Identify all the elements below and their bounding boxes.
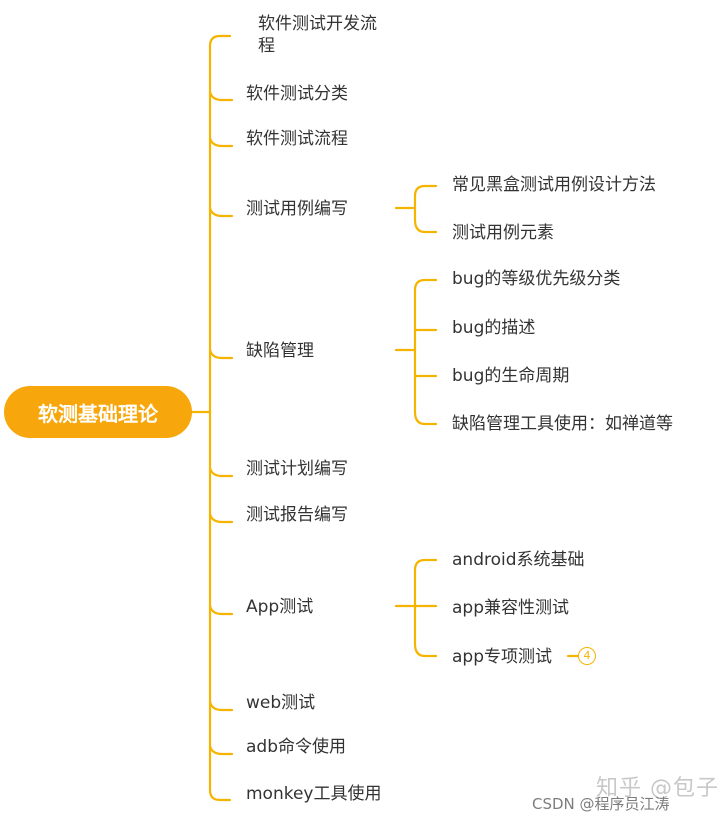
branch-test-plan[interactable]: 测试计划编写	[246, 459, 348, 479]
sub-tick-defect-1	[413, 278, 438, 292]
child-defect-tools[interactable]: 缺陷管理工具使用：如禅道等	[452, 414, 673, 434]
sub-tick-testcase-1	[413, 184, 438, 198]
branch-tick-1	[208, 34, 232, 48]
zhihu-watermark: 知乎 @包子	[596, 776, 719, 801]
branch-monkey-tool[interactable]: monkey工具使用	[246, 784, 382, 804]
sub-tick-defect-4	[413, 410, 438, 426]
sub-tick-testcase-2	[413, 218, 438, 234]
child-test-case-elements[interactable]: 测试用例元素	[452, 223, 554, 243]
branch-tick-6	[208, 466, 234, 478]
sub-tick-app-3	[413, 642, 438, 658]
branch-tick-3	[208, 136, 234, 148]
sub-tick-app-1	[413, 558, 438, 572]
child-app-special-testing[interactable]: app专项测试	[452, 647, 552, 667]
branch-defect-management[interactable]: 缺陷管理	[246, 341, 314, 361]
branch-tick-11	[208, 788, 232, 802]
child-android-basics[interactable]: android系统基础	[452, 550, 585, 570]
branch-tick-5	[208, 348, 234, 360]
child-bug-lifecycle[interactable]: bug的生命周期	[452, 366, 570, 386]
branch-adb-commands[interactable]: adb命令使用	[246, 737, 346, 757]
branch-dev-process[interactable]: 软件测试开发流 程	[258, 13, 377, 57]
branch-test-case-writing[interactable]: 测试用例编写	[246, 199, 348, 219]
branch-tick-7	[208, 512, 234, 524]
child-app-compatibility[interactable]: app兼容性测试	[452, 598, 569, 618]
child-bug-priority[interactable]: bug的等级优先级分类	[452, 269, 621, 289]
branch-app-testing[interactable]: App测试	[246, 597, 314, 617]
branch-test-process[interactable]: 软件测试流程	[246, 129, 348, 149]
branch-tick-8	[208, 604, 234, 616]
branch-dev-process-line2: 程	[258, 36, 275, 56]
child-bug-description[interactable]: bug的描述	[452, 318, 536, 338]
branch-web-testing[interactable]: web测试	[246, 693, 316, 713]
child-blackbox-methods[interactable]: 常见黑盒测试用例设计方法	[452, 175, 656, 195]
branch-test-report[interactable]: 测试报告编写	[246, 505, 348, 525]
csdn-watermark: CSDN @程序员江涛	[532, 795, 670, 813]
branch-dev-process-line1: 软件测试开发流	[258, 14, 377, 34]
root-node[interactable]: 软测基础理论	[4, 386, 192, 438]
branch-test-classification[interactable]: 软件测试分类	[246, 84, 348, 104]
collapsed-count-badge[interactable]: 4	[578, 647, 596, 665]
branch-tick-4	[208, 206, 234, 218]
branch-tick-2	[208, 90, 234, 102]
branch-tick-9	[208, 700, 234, 712]
branch-tick-10	[208, 744, 234, 756]
